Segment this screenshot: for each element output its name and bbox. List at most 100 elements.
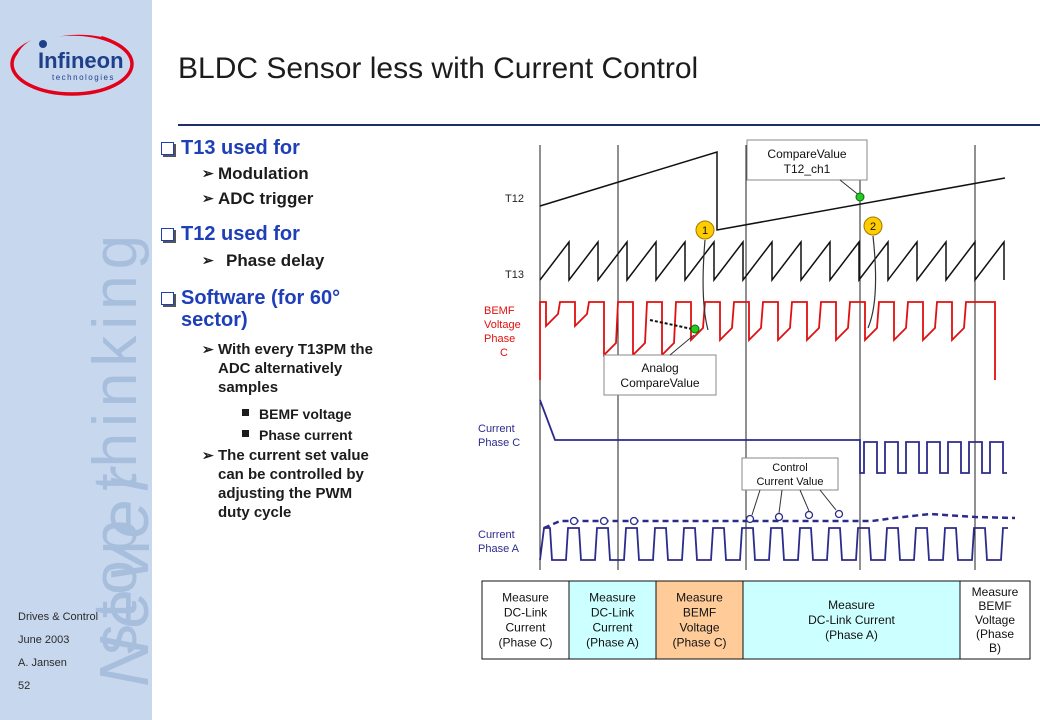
footer-dept: Drives & Control	[18, 611, 99, 623]
sub-bullet-line: With every T13PM the	[218, 341, 373, 358]
table-cell-text: B)	[989, 641, 1001, 655]
table-cell-text: (Phase C)	[672, 636, 726, 650]
control-current-callout-text: Current Value	[756, 476, 823, 488]
table-cell-text: Measure	[676, 591, 723, 605]
label-bemf: BEMF Voltage Phase C	[484, 305, 521, 359]
sub-sub-bullet-text: Phase current	[259, 427, 353, 443]
sub-bullet: ➢ Phase delay	[202, 250, 325, 271]
bullet-software-heading: Software (for 60°	[161, 287, 341, 309]
checkbox-bullet-icon	[161, 292, 174, 305]
arrow-bullet-icon: ➢	[202, 252, 214, 268]
sub-bullet-text: ADC trigger	[218, 189, 314, 208]
arrow-bullet-icon: ➢	[202, 341, 214, 357]
analog-compare-callout-text: CompareValue	[620, 376, 699, 390]
label-t12: T12	[505, 193, 524, 205]
control-current-callout-text: Control	[772, 462, 807, 474]
t13-signal	[539, 239, 1005, 283]
marker-1-label: 1	[702, 225, 708, 237]
table-cell-text: (Phase	[976, 627, 1014, 641]
current-phase-a-signal	[539, 527, 1008, 561]
arrow-bullet-icon: ➢	[202, 447, 214, 463]
current-phase-c-signal	[539, 399, 1007, 474]
label-current-a-line: Current	[478, 529, 515, 541]
title-divider	[178, 124, 1040, 126]
analog-compare-point-icon	[690, 324, 700, 334]
table-cell-text: Voltage	[975, 613, 1015, 627]
marker-1-arrow	[702, 239, 709, 331]
table-cell-text: DC-Link	[504, 606, 548, 620]
label-current-a-line: Phase A	[478, 543, 520, 555]
control-current-callout	[741, 457, 839, 491]
infineon-logo: Infineon technologies	[10, 28, 134, 96]
label-bemf-line: BEMF	[484, 305, 515, 317]
sub-bullet-text: Modulation	[218, 164, 309, 183]
bullet-software-heading-cont: sector)	[181, 309, 248, 331]
current-phase-a-average	[543, 512, 1016, 530]
table-cell	[959, 580, 1031, 660]
bullet-t13-heading: T13 used for	[161, 137, 300, 159]
table-cell	[481, 580, 570, 660]
bullet-software-text: Software (for 60°	[181, 287, 341, 309]
checkbox-bullet-icon	[161, 228, 174, 241]
sub-bullet-line: adjusting the PWM	[218, 485, 353, 502]
bullet-t12-heading: T12 used for	[161, 223, 300, 245]
sub-bullet-line: ADC alternatively	[218, 360, 343, 377]
sidebar-panel: Infineon technologies stop thinking Neve…	[0, 0, 152, 720]
footer-page-number: 52	[18, 680, 31, 692]
compare-value-callout	[746, 139, 868, 181]
table-cell-text: BEMF	[978, 599, 1011, 613]
square-bullet-icon	[242, 430, 249, 437]
sub-bullet: ➢ With every T13PM the ADC alternatively…	[202, 340, 373, 397]
marker-2-arrow	[867, 235, 877, 329]
table-cell-text: DC-Link	[591, 606, 635, 620]
label-bemf-line: Voltage	[484, 319, 521, 331]
logo-sub: technologies	[52, 73, 115, 82]
tagline-line1: stop thinking	[81, 229, 150, 655]
table-cell-text: Measure	[972, 585, 1019, 599]
sub-sub-bullet-text: BEMF voltage	[259, 406, 352, 422]
table-cell-text: BEMF	[683, 606, 716, 620]
table-cell-text: Current	[505, 621, 546, 635]
sub-bullet-line: duty cycle	[218, 504, 292, 521]
compare-value-callout-text: CompareValue	[767, 147, 846, 161]
label-bemf-line: C	[500, 347, 508, 359]
logo-brand: Infineon	[38, 48, 124, 73]
tagline-watermark: stop thinking Never	[81, 229, 152, 687]
label-t13: T13	[505, 269, 524, 281]
table-cell-text: (Phase A)	[825, 628, 878, 642]
t12-signal	[539, 150, 1006, 231]
table-cell	[655, 580, 744, 660]
bullet-t13-text: T13 used for	[181, 137, 300, 159]
sub-bullet: ➢ The current set value can be controlle…	[202, 446, 369, 522]
checkbox-bullet-icon	[161, 142, 174, 155]
timing-diagram: T12 T13 BEMF Voltage Phase C Current Pha…	[478, 139, 1031, 660]
control-current-arrows	[751, 489, 837, 516]
slide-title: BLDC Sensor less with Current Control	[178, 52, 699, 85]
marker-2-icon	[863, 216, 883, 236]
table-cell-text: Voltage	[679, 621, 719, 635]
analog-compare-callout	[603, 354, 717, 396]
tagline-line2: Never	[85, 460, 152, 687]
marker-1-icon	[695, 220, 715, 240]
table-cell-text: Measure	[589, 591, 636, 605]
sub-bullet-line: can be controlled by	[218, 466, 364, 483]
table-cell-text: (Phase C)	[498, 636, 552, 650]
sub-sub-bullet: Phase current	[242, 426, 353, 444]
sub-sub-bullet: BEMF voltage	[242, 405, 352, 423]
footer-date: June 2003	[18, 634, 70, 646]
footer-author: A. Jansen	[18, 657, 67, 669]
sub-bullet: ➢Modulation	[202, 163, 309, 184]
table-cell-text: (Phase A)	[586, 636, 639, 650]
compare-value-callout-text: T12_ch1	[784, 162, 831, 176]
arrow-bullet-icon: ➢	[202, 165, 214, 181]
compare-point-icon	[855, 192, 865, 202]
table-cell-text: Measure	[828, 598, 875, 612]
analog-compare-callout-text: Analog	[641, 361, 678, 375]
label-bemf-line: Phase	[484, 333, 515, 345]
sub-bullet-line: samples	[218, 379, 279, 396]
label-current-c: Current Phase C	[478, 423, 520, 449]
current-sample-points	[569, 509, 844, 526]
sub-bullet-text: Phase delay	[226, 251, 325, 270]
table-cell-text: DC-Link Current	[808, 613, 895, 627]
